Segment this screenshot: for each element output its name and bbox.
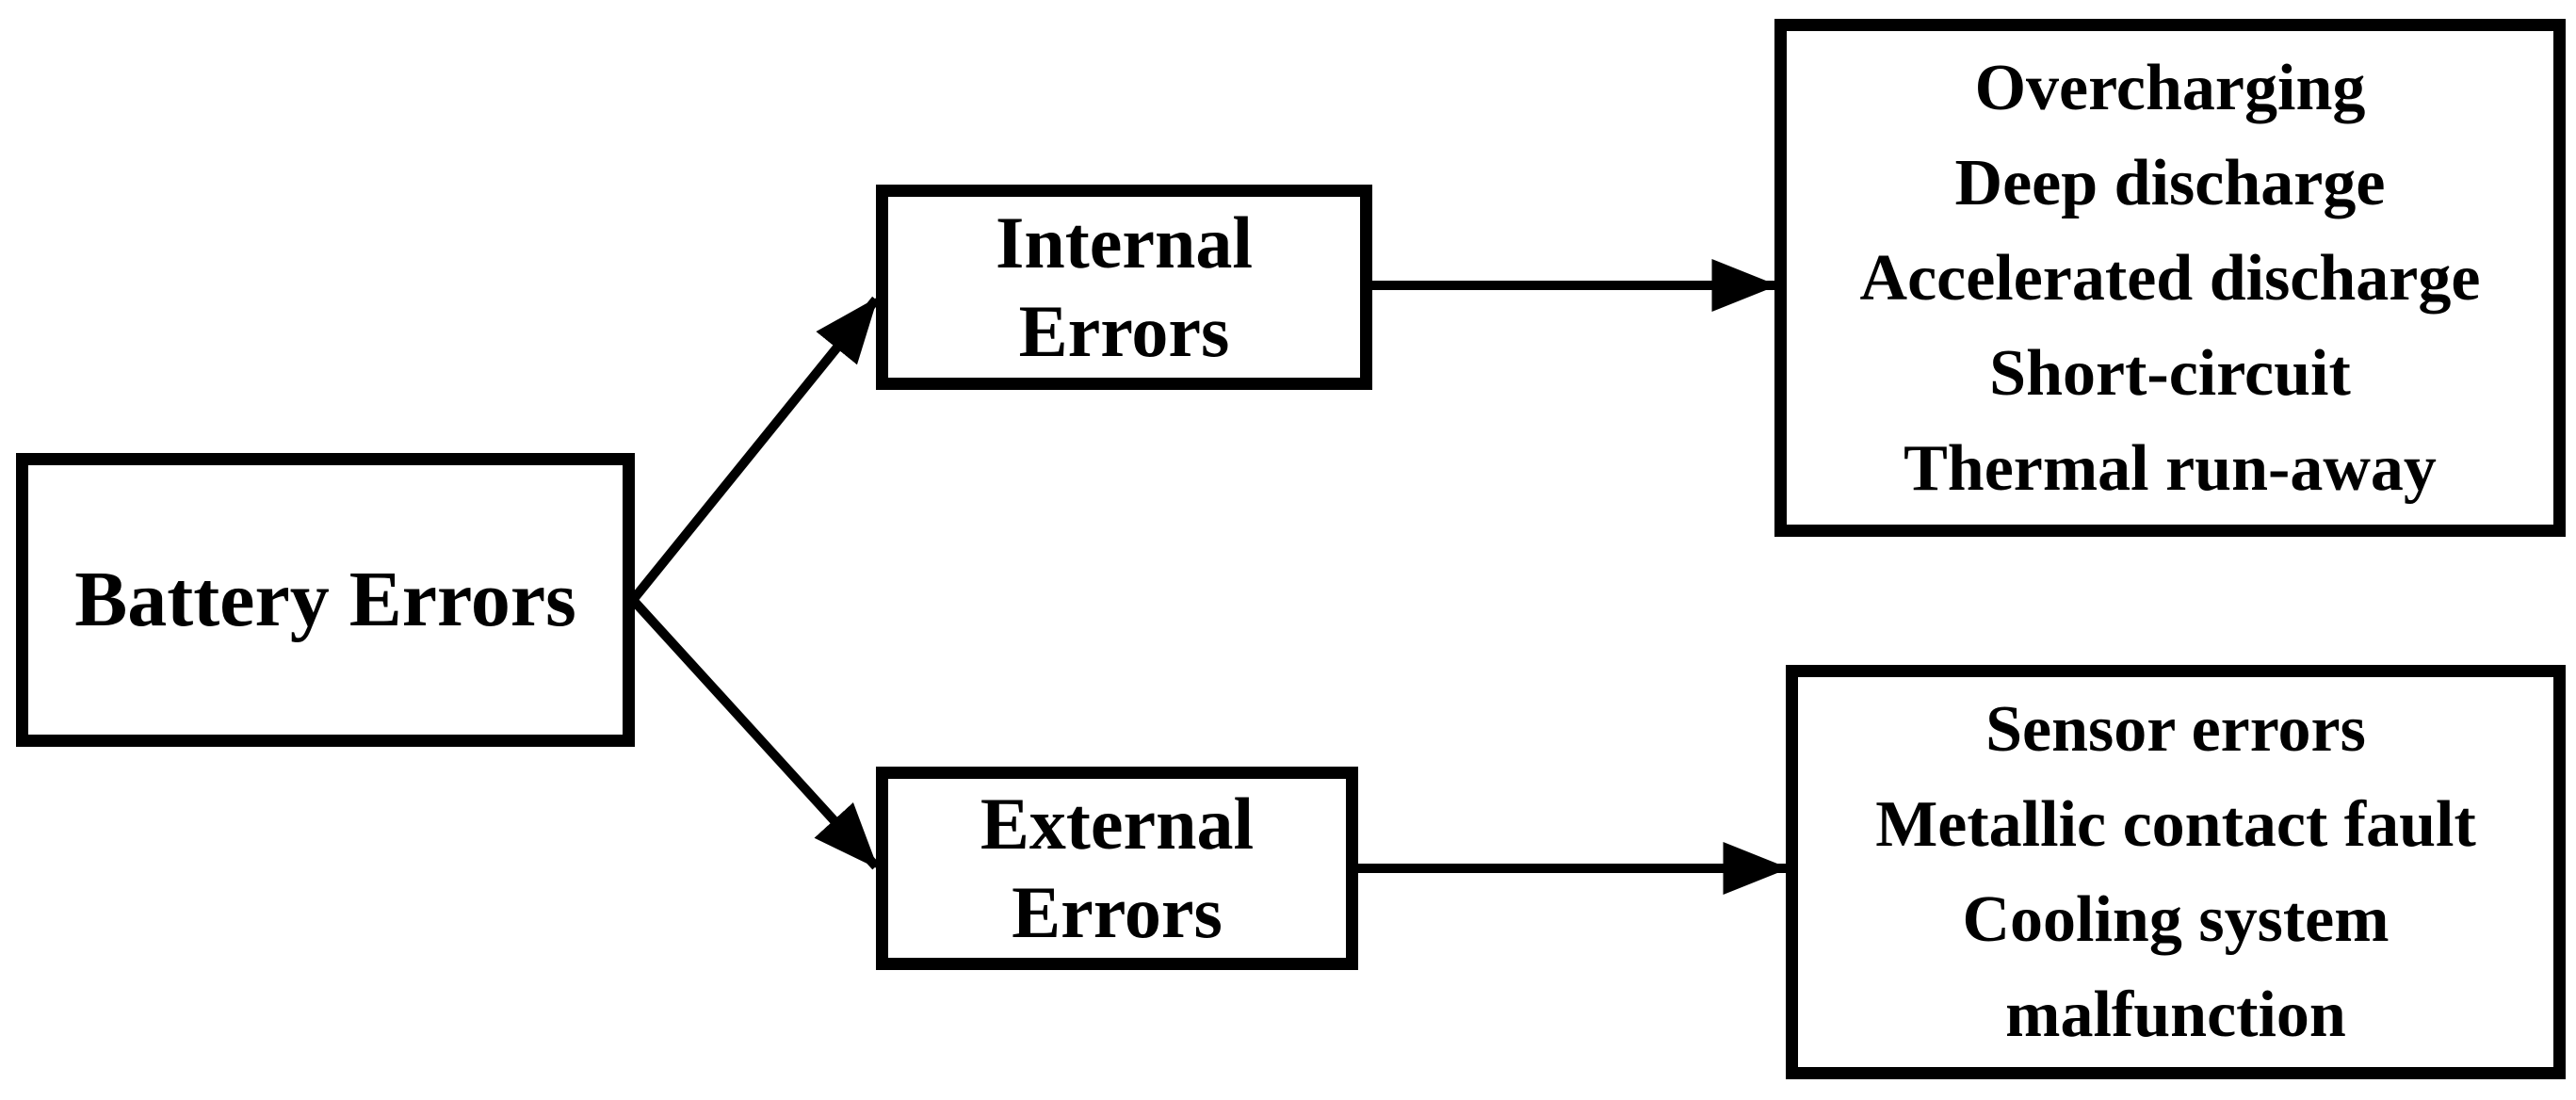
cause-item: Metallic contact fault [1875, 788, 2476, 861]
external-errors-label: External Errors [980, 783, 1255, 953]
battery-errors-label: Battery Errors [74, 555, 576, 643]
cause-item: Sensor errors [1985, 693, 2366, 766]
cause-item: Accelerated discharge [1859, 241, 2481, 315]
cause-item: Overcharging [1974, 51, 2366, 124]
battery-errors-box: Battery Errors [16, 453, 635, 747]
cause-item: Thermal run-away [1904, 431, 2437, 505]
arrow-battery-to-internal [629, 296, 880, 604]
cause-item: Deep discharge [1954, 146, 2386, 219]
arrow-battery-to-external [629, 596, 880, 870]
cause-item: Short-circuit [1989, 336, 2351, 410]
internal-errors-box: Internal Errors [876, 185, 1372, 390]
internal-errors-label: Internal Errors [996, 202, 1253, 372]
external-errors-box: External Errors [876, 767, 1358, 970]
cause-item: Cooling system malfunction [1962, 883, 2390, 1051]
